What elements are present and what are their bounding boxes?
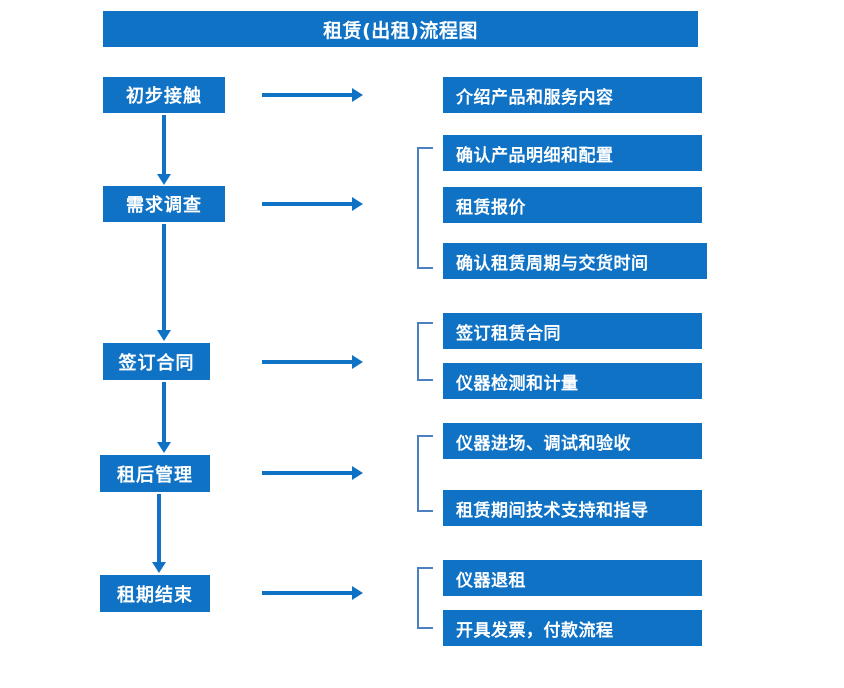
group-bracket-zuhou-guanli bbox=[417, 435, 433, 512]
vertical-arrow-stage2-to-stage3 bbox=[157, 224, 171, 341]
group-bracket-xuqiu-diaocha bbox=[417, 147, 433, 269]
detail-box-jieshao-chanpin-fuwu[interactable]: 介绍产品和服务内容 bbox=[443, 77, 702, 113]
diagram-title: 租赁(出租)流程图 bbox=[103, 11, 698, 47]
detail-box-yiqi-tuizu[interactable]: 仪器退租 bbox=[443, 560, 702, 596]
horizontal-arrow-stage4 bbox=[262, 466, 363, 480]
detail-box-yiqi-jinchang-tiaoshi[interactable]: 仪器进场、调试和验收 bbox=[443, 423, 702, 459]
stage-box-zuqi-jieshu[interactable]: 租期结束 bbox=[100, 575, 210, 612]
vertical-arrow-stage1-to-stage2 bbox=[157, 115, 171, 185]
horizontal-arrow-stage3 bbox=[262, 355, 363, 369]
detail-box-yiqi-jiance-jiliang[interactable]: 仪器检测和计量 bbox=[443, 363, 702, 399]
horizontal-arrow-stage1 bbox=[262, 88, 363, 102]
vertical-arrow-stage4-to-stage5 bbox=[152, 494, 166, 573]
stage-box-chubu-jiechu[interactable]: 初步接触 bbox=[103, 77, 225, 113]
stage-box-zuhou-guanli[interactable]: 租后管理 bbox=[100, 455, 210, 492]
detail-box-kaiju-fapiao-fukuan[interactable]: 开具发票，付款流程 bbox=[443, 610, 702, 646]
stage-box-xuqiu-diaocha[interactable]: 需求调查 bbox=[103, 186, 225, 222]
detail-box-zulin-qijian-jishu-zhichi[interactable]: 租赁期间技术支持和指导 bbox=[443, 490, 702, 526]
detail-box-qianding-zulin-hetong[interactable]: 签订租赁合同 bbox=[443, 313, 702, 349]
horizontal-arrow-stage5 bbox=[262, 586, 363, 600]
detail-box-zulin-baojia[interactable]: 租赁报价 bbox=[443, 187, 702, 223]
detail-box-queren-zulin-zhouqi[interactable]: 确认租赁周期与交货时间 bbox=[443, 243, 707, 279]
detail-box-queren-chanpin-mingxi[interactable]: 确认产品明细和配置 bbox=[443, 135, 702, 171]
group-bracket-qianding-hetong bbox=[417, 322, 433, 381]
horizontal-arrow-stage2 bbox=[262, 197, 363, 211]
group-bracket-zuqi-jieshu bbox=[417, 567, 433, 629]
stage-box-qianding-hetong[interactable]: 签订合同 bbox=[103, 343, 210, 380]
vertical-arrow-stage3-to-stage4 bbox=[157, 382, 171, 453]
